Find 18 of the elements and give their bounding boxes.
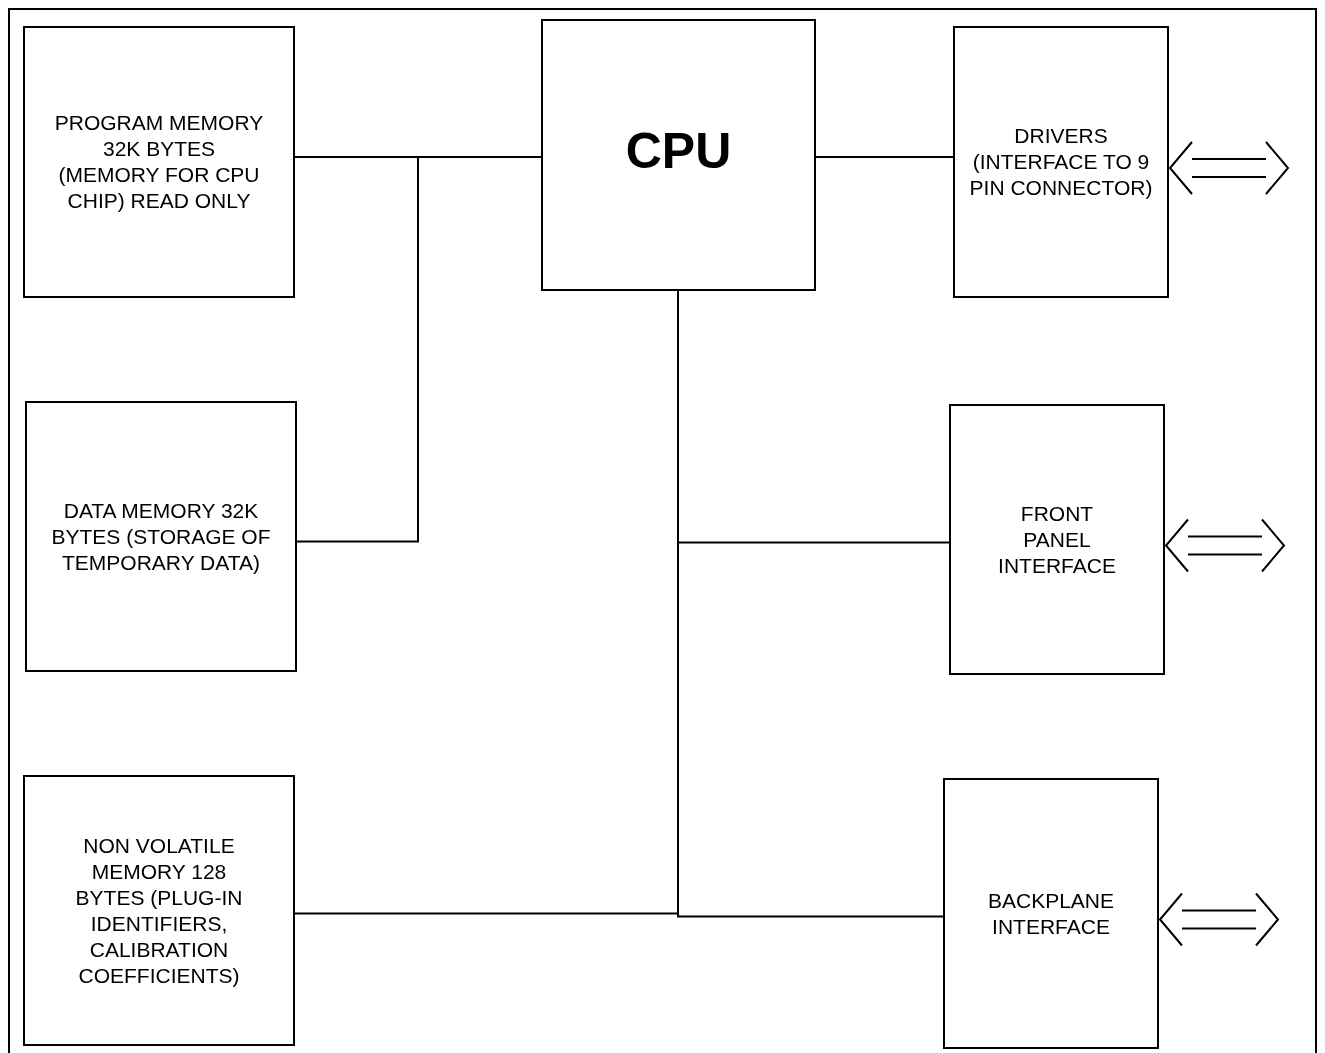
- block-box: [943, 778, 1159, 1049]
- block-box: [23, 775, 295, 1046]
- block-box: [25, 401, 297, 672]
- block-label: PROGRAM MEMORY 32K BYTES (MEMORY FOR CPU CHIP) READ ONLY: [53, 110, 265, 214]
- block-label: FRONT PANEL INTERFACE: [997, 500, 1117, 579]
- double-arrow: [1164, 518, 1286, 573]
- block-label: BACKPLANE INTERFACE: [986, 887, 1116, 940]
- double-arrow: [1168, 141, 1290, 195]
- block-label: DRIVERS (INTERFACE TO 9 PIN CONNECTOR): [968, 123, 1154, 201]
- block-box: [953, 26, 1169, 298]
- block-label: DATA MEMORY 32K BYTES (STORAGE OF TEMPORARY DATA): [50, 497, 272, 576]
- block-box: [949, 404, 1165, 675]
- connector-line: [815, 156, 954, 158]
- block-label: CPU: [624, 122, 733, 181]
- block-label: NON VOLATILE MEMORY 128 BYTES (PLUG-IN IDENTIFIERS, CALIBRATION COEFFICIENTS): [74, 832, 244, 989]
- block-box: [541, 19, 816, 291]
- double-arrow: [1158, 892, 1280, 947]
- block-box: [23, 26, 295, 298]
